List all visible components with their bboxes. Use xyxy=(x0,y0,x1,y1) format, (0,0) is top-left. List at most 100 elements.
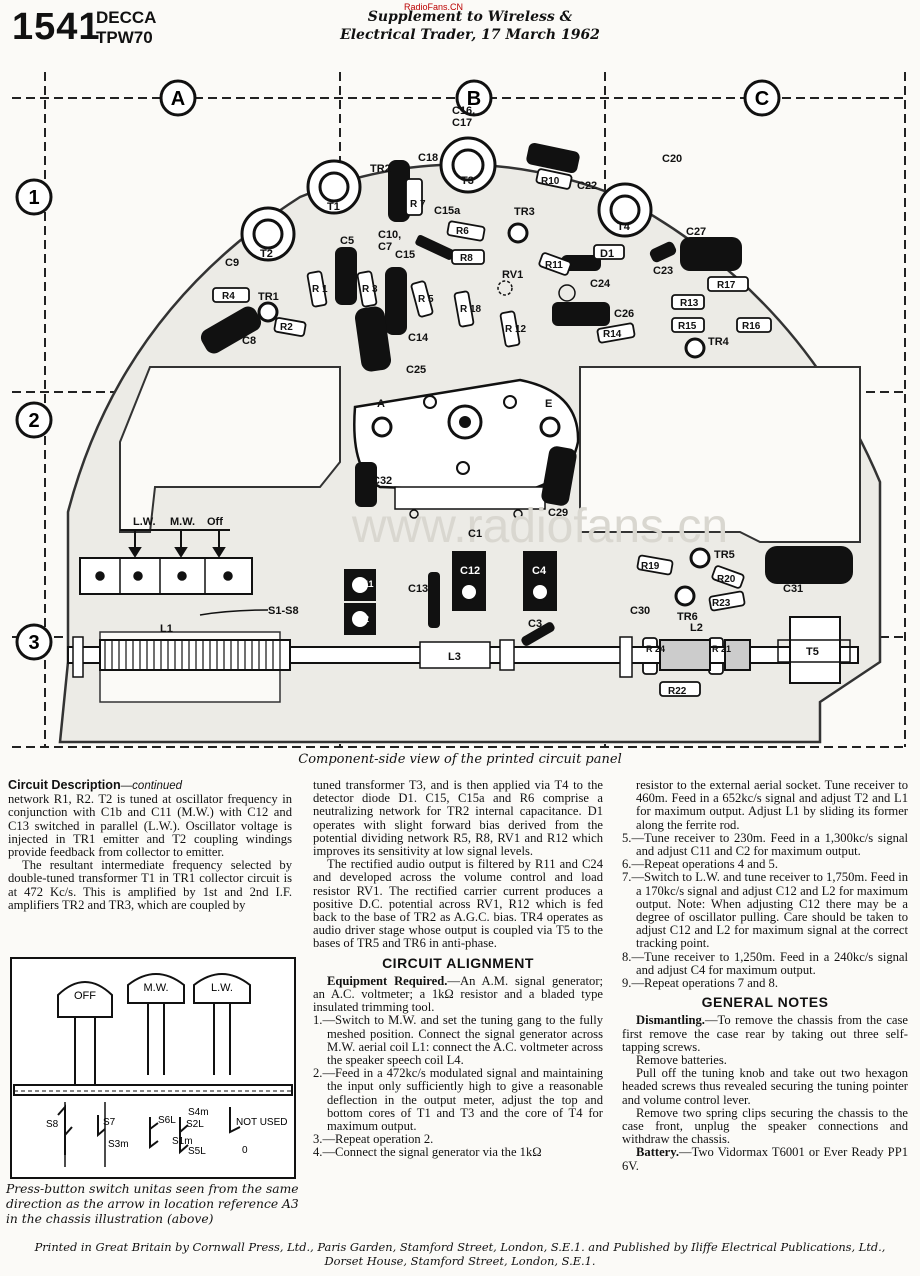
svg-text:C26: C26 xyxy=(614,308,634,320)
svg-text:L1: L1 xyxy=(160,623,173,635)
svg-text:C5: C5 xyxy=(340,235,354,247)
svg-text:R 18: R 18 xyxy=(460,304,482,315)
svg-text:R22: R22 xyxy=(668,686,687,697)
svg-text:C25: C25 xyxy=(406,364,426,376)
svg-text:C29: C29 xyxy=(548,507,568,519)
coil-l1 xyxy=(99,639,291,671)
svg-text:R20: R20 xyxy=(717,574,736,585)
svg-text:L2: L2 xyxy=(690,622,703,634)
model-heading: DECCA TPW70 xyxy=(96,8,156,48)
svg-text:C13: C13 xyxy=(408,583,428,595)
alignment-step-3: 3.—Repeat operation 2. xyxy=(313,1132,434,1147)
svg-text:C9: C9 xyxy=(225,257,239,269)
heading-general-notes: GENERAL NOTES xyxy=(701,994,829,1011)
svg-text:S4m: S4m xyxy=(188,1107,209,1118)
paragraph: Remove batteries. xyxy=(636,1053,727,1068)
paragraph: Remove two spring clips securing the cha… xyxy=(622,1105,908,1147)
text-column-3: resistor to the external aerial socket. … xyxy=(622,778,908,1173)
svg-text:C4: C4 xyxy=(532,565,547,577)
supplement-line: Supplement to Wireless & Electrical Trad… xyxy=(340,8,600,44)
svg-text:C31: C31 xyxy=(783,583,803,595)
battery-text: —Two Vidormax T6001 or Ever Ready PP1 6V… xyxy=(622,1145,908,1173)
svg-text:TR6: TR6 xyxy=(677,611,698,623)
svg-text:C14: C14 xyxy=(408,332,429,344)
svg-text:T4: T4 xyxy=(617,221,631,233)
svg-text:0: 0 xyxy=(242,1145,248,1156)
svg-text:RV1: RV1 xyxy=(502,269,523,281)
svg-text:R4: R4 xyxy=(222,291,235,302)
marker-a-circle xyxy=(159,79,197,117)
svg-text:C22: C22 xyxy=(577,180,597,192)
svg-text:C27: C27 xyxy=(686,226,706,238)
marker-2: 2 xyxy=(28,410,39,432)
transformer-t5 xyxy=(789,616,841,684)
svg-text:C20: C20 xyxy=(662,153,682,165)
svg-text:C7: C7 xyxy=(378,241,392,253)
alignment-step-1: 1.—Switch to M.W. and set the tuning gan… xyxy=(313,1013,603,1068)
svg-text:R 1: R 1 xyxy=(312,284,328,295)
svg-text:D1: D1 xyxy=(600,248,614,260)
svg-text:C24: C24 xyxy=(590,278,611,290)
diagram-watermark: www.radiofans.cn xyxy=(351,500,728,553)
supplement-line-2: Electrical Trader, 17 March 1962 xyxy=(340,27,600,43)
svg-text:S5L: S5L xyxy=(188,1146,206,1157)
pb-lw-label: L.W. xyxy=(211,982,233,994)
section-heading-circuit: Circuit Description xyxy=(8,778,121,792)
svg-text:TR4: TR4 xyxy=(708,336,730,348)
svg-text:R19: R19 xyxy=(641,561,660,572)
svg-text:S1-S8: S1-S8 xyxy=(268,605,299,617)
svg-text:R17: R17 xyxy=(717,280,736,291)
svg-text:T1: T1 xyxy=(327,201,340,213)
svg-text:R 21: R 21 xyxy=(712,644,731,654)
svg-text:C12: C12 xyxy=(460,565,480,577)
column-markers: A B C xyxy=(159,79,781,117)
footer-line-2: Dorset House, Stamford Street, London, S… xyxy=(324,1254,596,1268)
svg-text:R13: R13 xyxy=(680,298,699,309)
svg-text:S6L: S6L xyxy=(158,1115,176,1126)
svg-text:S8: S8 xyxy=(46,1119,59,1130)
pushbutton-switch-diagram: OFF M.W. L.W. S8 S7 S3m S6L S2L S4m S1m … xyxy=(10,957,296,1179)
svg-text:C32: C32 xyxy=(372,475,392,487)
alignment-step-9: 9.—Repeat operations 7 and 8. xyxy=(622,976,778,991)
svg-text:S2L: S2L xyxy=(186,1119,204,1130)
svg-text:S3m: S3m xyxy=(108,1139,129,1150)
model-number: TPW70 xyxy=(96,28,153,47)
paragraph: network R1, R2. T2 is tuned at oscillato… xyxy=(8,792,292,860)
svg-text:C15a: C15a xyxy=(434,205,461,217)
svg-text:Off: Off xyxy=(207,516,223,528)
svg-text:R14: R14 xyxy=(603,329,622,340)
component-labels: C16, C17 C18 TR2 R 7 T1 T3 R10 C22 C20 T… xyxy=(133,105,819,697)
svg-text:E: E xyxy=(545,398,552,410)
paragraph: The rectified audio output is filtered b… xyxy=(313,857,603,951)
alignment-step-2: 2.—Feed in a 472kc/s modulated signal an… xyxy=(313,1066,603,1134)
svg-text:TR1: TR1 xyxy=(258,291,279,303)
paragraph: The resultant intermediate frequency sel… xyxy=(8,858,292,912)
svg-text:C16,: C16, xyxy=(452,105,475,117)
switch-caption: Press-button switch unitas seen from the… xyxy=(6,1182,299,1226)
page-number: 1541 xyxy=(12,6,101,48)
alignment-step-8: 8.—Tune receiver to 1,250m. Feed in a 24… xyxy=(622,949,908,977)
coil-l3 xyxy=(419,641,491,669)
marker-1: 1 xyxy=(28,187,39,209)
svg-text:TR5: TR5 xyxy=(714,549,735,561)
footer-line-1: Printed in Great Britain by Cornwall Pre… xyxy=(34,1240,886,1254)
svg-text:C 11: C 11 xyxy=(355,579,374,589)
svg-text:R8: R8 xyxy=(460,253,473,264)
svg-text:M.W.: M.W. xyxy=(170,516,195,528)
dismantling-text: —To remove the chassis from the case fir… xyxy=(622,1013,908,1054)
svg-text:NOT USED: NOT USED xyxy=(236,1117,288,1128)
coil-l2 xyxy=(659,639,711,671)
svg-text:C18: C18 xyxy=(418,152,438,164)
alignment-step-4: 4.—Connect the signal generator via the … xyxy=(313,1145,542,1160)
continued-label: —continued xyxy=(120,780,183,792)
svg-text:A: A xyxy=(377,398,385,410)
marker-c: C xyxy=(755,88,769,110)
equipment-text: —An A.M. signal generator; an A.C. voltm… xyxy=(313,973,604,1015)
svg-text:S7: S7 xyxy=(103,1117,116,1128)
alignment-step-7: 7.—Switch to L.W. and tune receiver to 1… xyxy=(622,870,908,951)
battery-heading: Battery. xyxy=(636,1145,680,1160)
svg-text:R15: R15 xyxy=(678,321,697,332)
pcb-diagram: A B C 1 2 3 xyxy=(12,72,906,748)
svg-text:R16: R16 xyxy=(742,321,761,332)
svg-text:TR3: TR3 xyxy=(514,206,535,218)
